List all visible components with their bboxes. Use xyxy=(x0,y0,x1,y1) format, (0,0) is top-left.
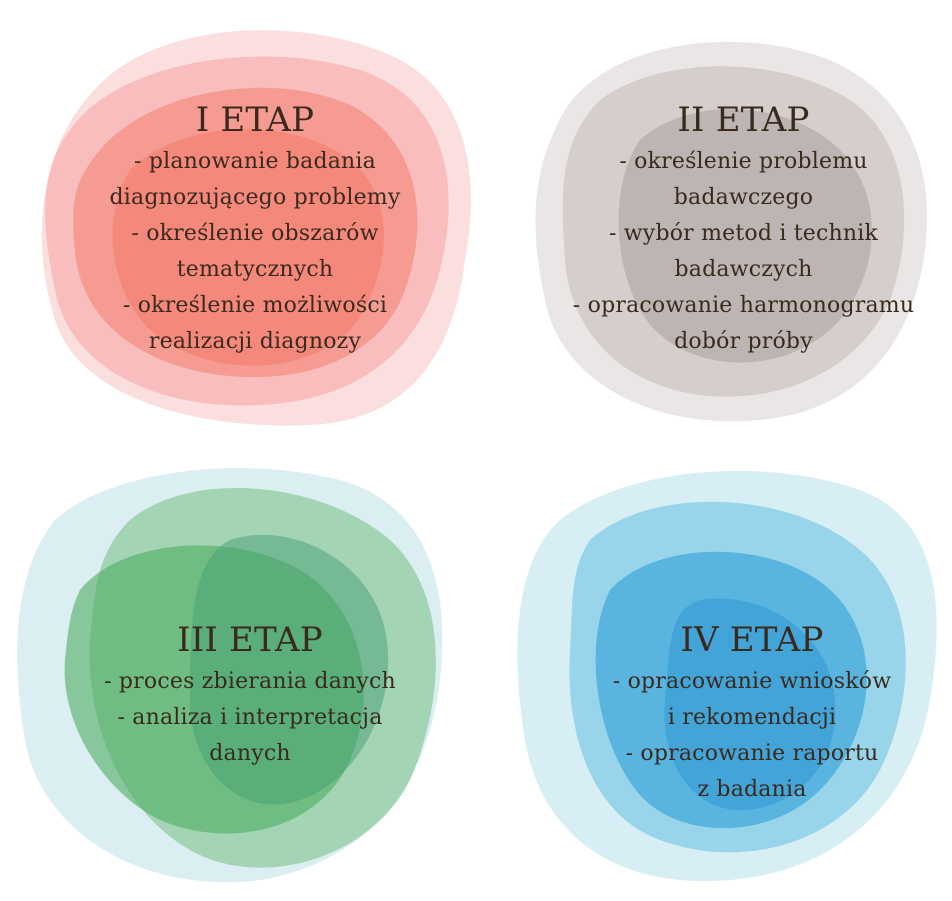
stage-3-title: III ETAP xyxy=(177,620,323,660)
stage-1-line-5: - określenie możliwości xyxy=(122,293,388,318)
stage-1: I ETAP - planowanie badania diagnozujące… xyxy=(60,100,450,360)
stage-1-line-4: tematycznych xyxy=(176,257,334,282)
stage-1-line-1: - planowanie badania xyxy=(134,149,376,174)
stage-3: III ETAP - proces zbierania danych - ana… xyxy=(50,620,450,772)
stage-4: IV ETAP - opracowanie wniosków i rekomen… xyxy=(552,620,952,808)
stage-1-title: I ETAP xyxy=(195,100,315,140)
stage-2-line-6: dobór próby xyxy=(674,329,813,354)
stage-2-title: II ETAP xyxy=(677,100,810,140)
stage-3-line-1: - proces zbierania danych xyxy=(104,669,396,694)
stage-2-line-5: - opracowanie harmonogramu xyxy=(572,293,915,318)
stage-2-line-2: badawczego xyxy=(673,185,814,210)
stage-4-line-4: z badania xyxy=(697,777,807,802)
stage-4-blob xyxy=(517,470,937,882)
stage-2: II ETAP - określenie problemu badawczego… xyxy=(535,100,952,360)
stage-3-blob xyxy=(17,468,443,883)
stage-4-line-2: i rekomendacji xyxy=(667,705,837,730)
stage-4-title: IV ETAP xyxy=(680,620,824,660)
stage-1-blob xyxy=(41,30,471,426)
stage-1-line-2: diagnozującego problemy xyxy=(109,185,401,210)
stage-2-line-4: badawczych xyxy=(674,257,813,282)
stage-2-line-1: - określenie problemu xyxy=(619,149,868,174)
stage-4-line-3: - opracowanie raportu xyxy=(625,741,879,766)
stage-3-line-3: danych xyxy=(209,741,291,766)
stage-4-line-1: - opracowanie wniosków xyxy=(612,669,892,694)
stage-2-blob xyxy=(535,41,928,422)
stage-1-line-6: realizacji diagnozy xyxy=(148,329,362,354)
stage-1-line-3: - określenie obszarów xyxy=(131,221,379,246)
stage-2-line-3: - wybór metod i technik xyxy=(608,221,879,246)
stage-3-line-2: - analiza i interpretacja xyxy=(117,705,383,730)
